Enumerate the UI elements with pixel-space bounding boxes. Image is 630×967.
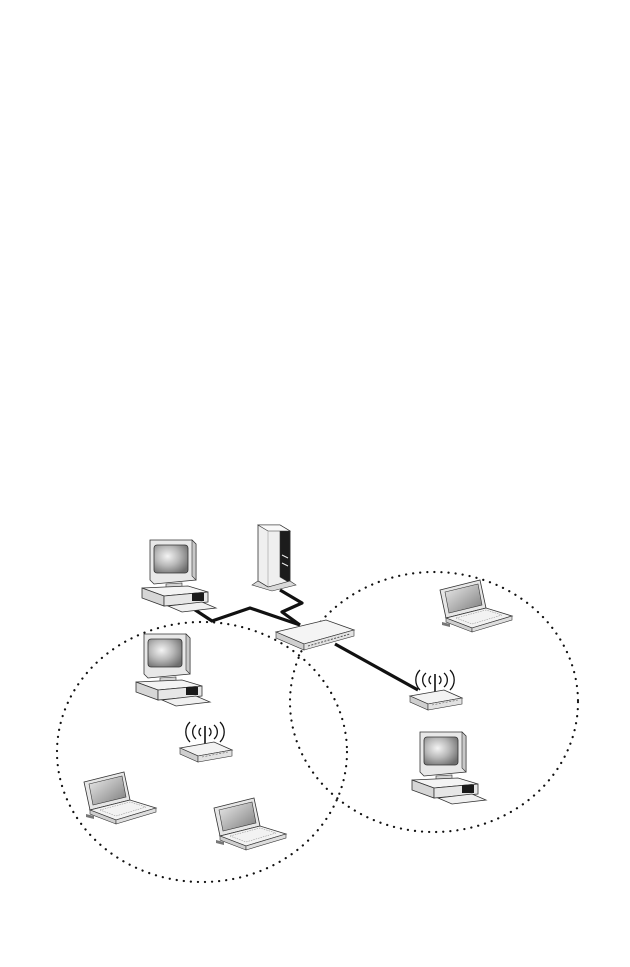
laptop-icon	[440, 580, 512, 632]
desktop-computer-icon	[136, 634, 210, 706]
server-tower-icon	[252, 525, 296, 591]
network-switch-icon	[276, 620, 354, 650]
link-switch-to-access-point	[335, 644, 418, 690]
desktop-computer-icon	[412, 732, 486, 804]
laptop-icon	[214, 798, 286, 850]
desktop-computer-icon	[142, 540, 216, 612]
laptop-icon	[84, 772, 156, 824]
wireless-access-point-icon	[180, 722, 232, 762]
